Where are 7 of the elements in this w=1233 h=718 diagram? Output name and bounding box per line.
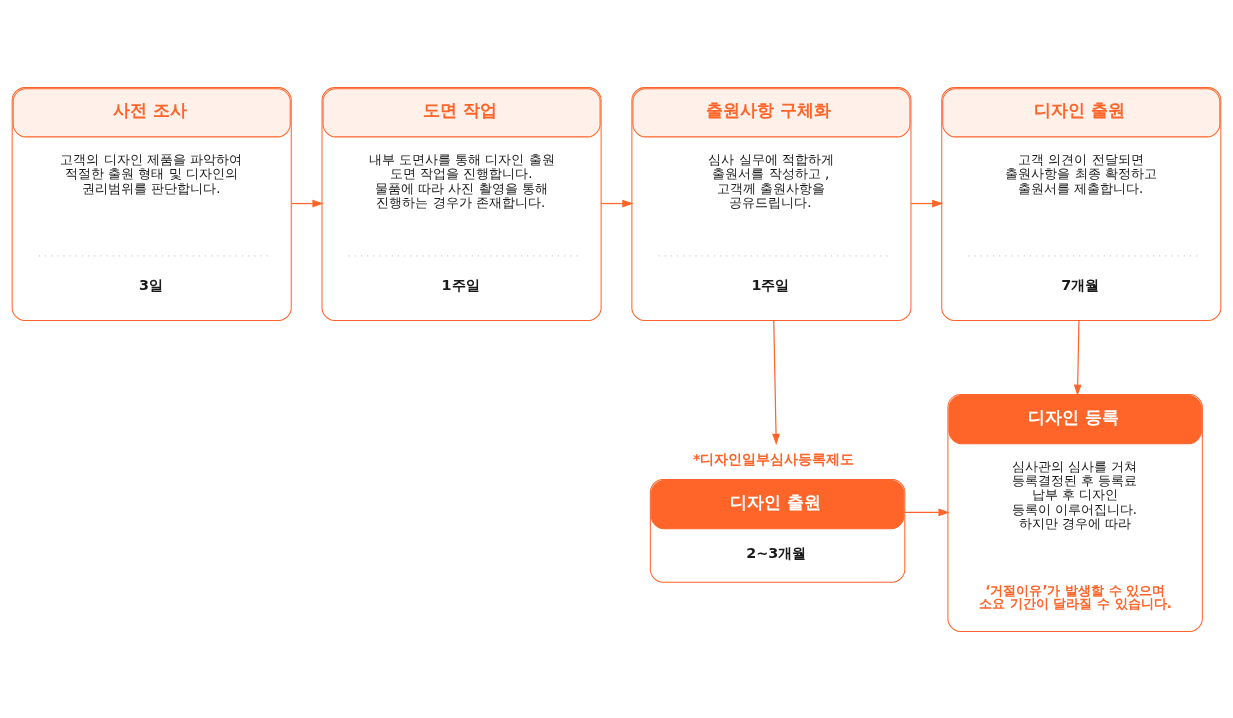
node-label: *디자인일부심사등록제도: [692, 451, 855, 468]
arrow: [600, 199, 634, 208]
arrow: [910, 199, 944, 208]
arrow: [904, 508, 950, 517]
arrow: [772, 319, 780, 445]
arrow: [290, 199, 324, 208]
arrow: [1073, 319, 1082, 396]
